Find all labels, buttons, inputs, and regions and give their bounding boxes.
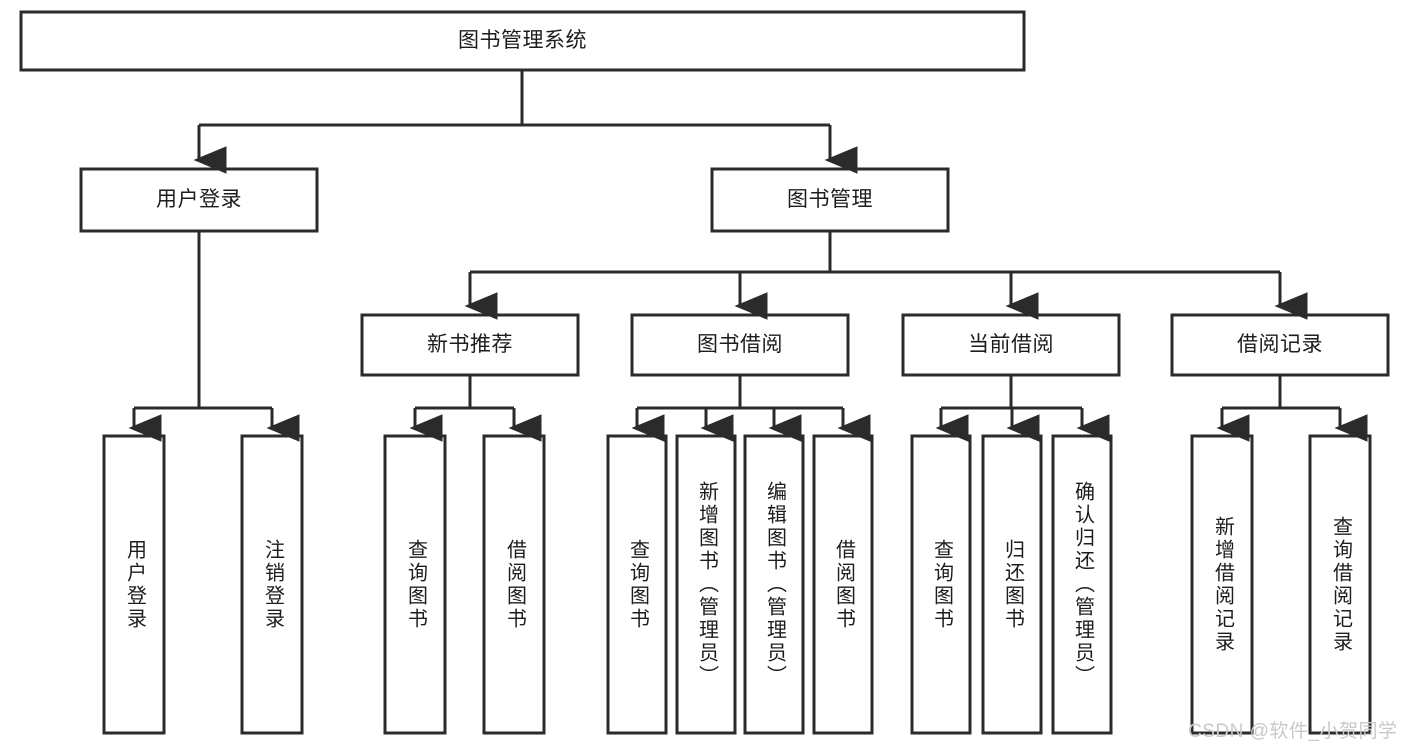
node-current-borrow-box[interactable] xyxy=(901,313,1121,377)
node-new-book-rec-box[interactable] xyxy=(360,313,580,377)
node-leaf-query-record-box[interactable] xyxy=(1308,434,1372,735)
node-leaf-query-book-3-box[interactable] xyxy=(910,434,972,735)
node-leaf-add-record-box[interactable] xyxy=(1190,434,1254,735)
node-book-manage-box[interactable] xyxy=(710,167,950,233)
node-borrow-record-box[interactable] xyxy=(1170,313,1390,377)
node-leaf-user-login-box[interactable] xyxy=(102,434,166,735)
csdn-watermark: CSDN @软件_小贺同学 xyxy=(1188,721,1398,742)
node-leaf-borrow-book-1-box[interactable] xyxy=(482,434,546,735)
node-root-box[interactable] xyxy=(19,10,1026,72)
node-leaf-query-book-1-box[interactable] xyxy=(383,434,447,735)
node-leaf-borrow-book-2-box[interactable] xyxy=(812,434,874,735)
node-book-borrow-box[interactable] xyxy=(630,313,850,377)
node-leaf-logout-box[interactable] xyxy=(240,434,304,735)
node-leaf-confirm-return-box[interactable] xyxy=(1051,434,1113,735)
node-leaf-add-book-box[interactable] xyxy=(675,434,737,735)
node-leaf-edit-book-box[interactable] xyxy=(743,434,805,735)
node-user-login-box[interactable] xyxy=(79,167,319,233)
node-leaf-query-book-2-box[interactable] xyxy=(606,434,668,735)
node-leaf-return-book-box[interactable] xyxy=(981,434,1043,735)
